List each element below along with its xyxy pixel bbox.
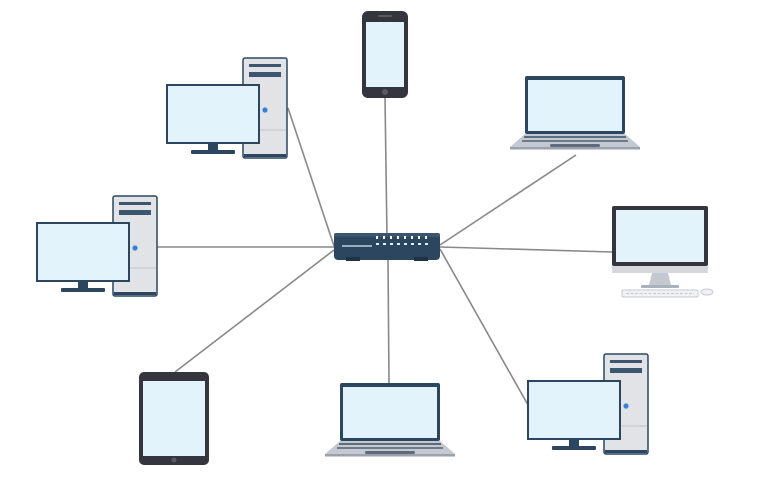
desktop-tower-pc-left[interactable]	[36, 195, 158, 297]
link-smartphone	[384, 96, 388, 239]
keyboard-icon	[621, 289, 699, 298]
switch-port-leds	[376, 236, 427, 239]
laptop-bottom[interactable]	[325, 383, 455, 457]
laptop-top-right[interactable]	[510, 76, 640, 150]
desktop-imac-right[interactable]	[612, 206, 714, 298]
home-button-icon	[382, 89, 388, 95]
connection-lines	[157, 96, 613, 406]
link-imac	[439, 246, 613, 253]
link-bottom-laptop	[387, 259, 390, 384]
network-switch[interactable]	[334, 233, 440, 261]
tablet-device[interactable]	[139, 372, 209, 465]
desktop-tower-pc-bottom-right[interactable]	[527, 353, 649, 455]
link-bottom-right-pc	[439, 248, 529, 406]
tablet-home-button-icon	[171, 457, 177, 463]
link-top-right-laptop	[439, 154, 577, 246]
desktop-tower-pc-top-left[interactable]	[166, 57, 288, 159]
link-tablet	[174, 249, 335, 373]
link-top-left-pc	[287, 107, 335, 247]
smartphone-device[interactable]	[362, 11, 408, 98]
mouse-icon	[700, 288, 714, 296]
